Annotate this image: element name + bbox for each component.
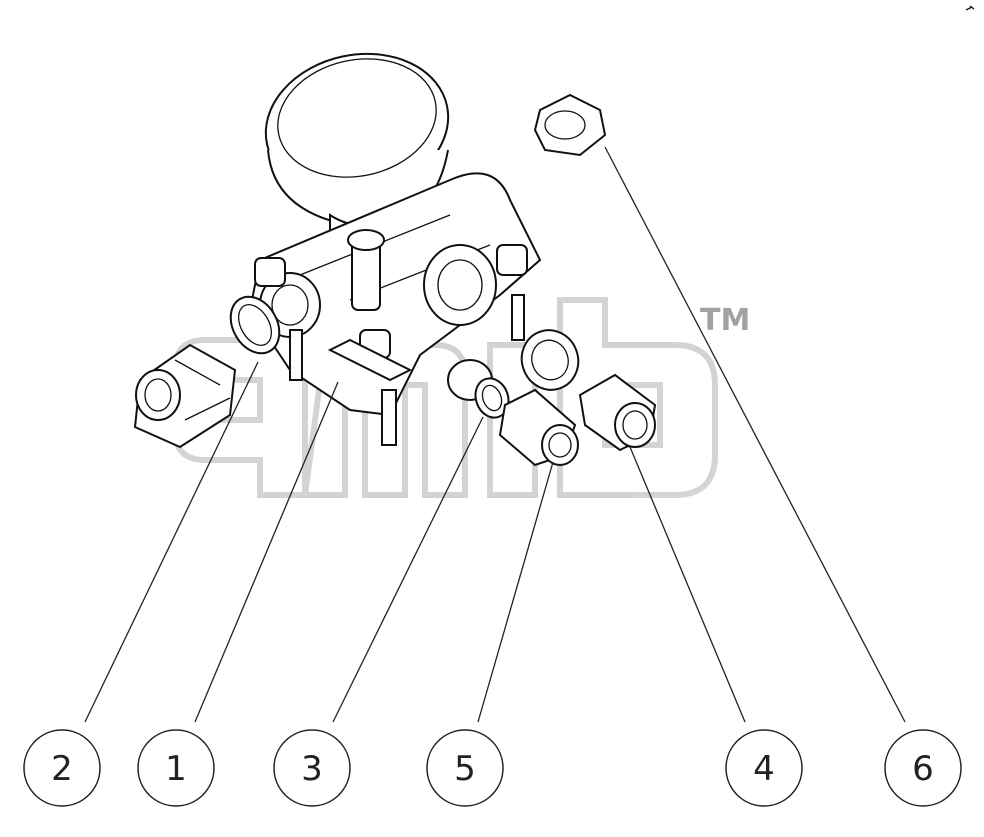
- callout-3: 3: [273, 729, 351, 807]
- svg-text:6: 6: [912, 749, 934, 789]
- callout-5: 5: [426, 729, 504, 807]
- svg-text:2: 2: [51, 749, 73, 789]
- svg-text:1: 1: [165, 749, 187, 789]
- svg-text:4: 4: [753, 749, 775, 789]
- svg-text:5: 5: [454, 749, 476, 789]
- callout-6: 6: [884, 729, 962, 807]
- part-5-fitting: [498, 329, 580, 467]
- callout-1: 1: [137, 729, 215, 807]
- corner-mark: [965, 5, 975, 11]
- callout-2: 2: [23, 729, 101, 807]
- part-2-fitting: [133, 295, 281, 449]
- part-4-fitting: [578, 373, 657, 452]
- valve-assembly: [248, 52, 542, 446]
- leader-lines: [84, 146, 906, 723]
- trademark-symbol: TM: [700, 303, 750, 338]
- svg-text:3: 3: [301, 749, 323, 789]
- part-3-seal: [474, 377, 510, 419]
- callout-4: 4: [725, 729, 803, 807]
- part-6-plug: [533, 93, 607, 157]
